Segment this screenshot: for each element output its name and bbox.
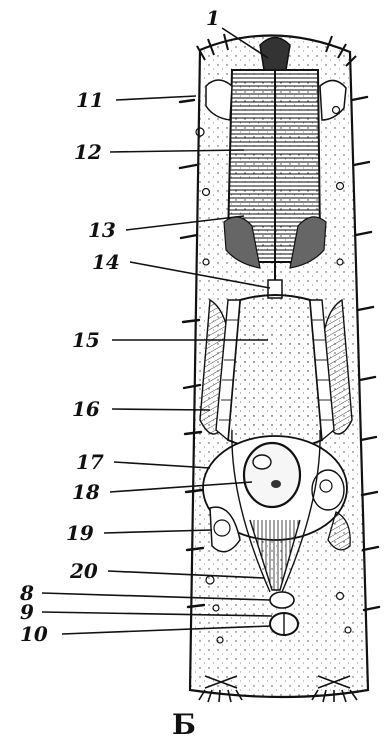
label-1: 1 <box>206 8 220 28</box>
label-14: 14 <box>92 252 120 272</box>
label-19: 19 <box>66 523 94 543</box>
label-20: 20 <box>70 561 98 581</box>
label-17: 17 <box>76 452 104 472</box>
oocyte-nucleus <box>271 480 281 488</box>
label-10: 10 <box>20 624 48 644</box>
bladder <box>270 592 294 608</box>
intestine <box>228 295 322 450</box>
label-12: 12 <box>74 142 102 162</box>
ovary <box>244 443 300 507</box>
label-9: 9 <box>20 602 34 622</box>
oocyte <box>253 455 271 469</box>
label-11: 11 <box>76 90 104 110</box>
figure-caption: Б <box>172 708 196 741</box>
label-16: 16 <box>72 399 100 419</box>
label-15: 15 <box>72 330 100 350</box>
label-18: 18 <box>72 482 100 502</box>
mouth-tip <box>260 38 290 71</box>
label-13: 13 <box>88 220 116 240</box>
